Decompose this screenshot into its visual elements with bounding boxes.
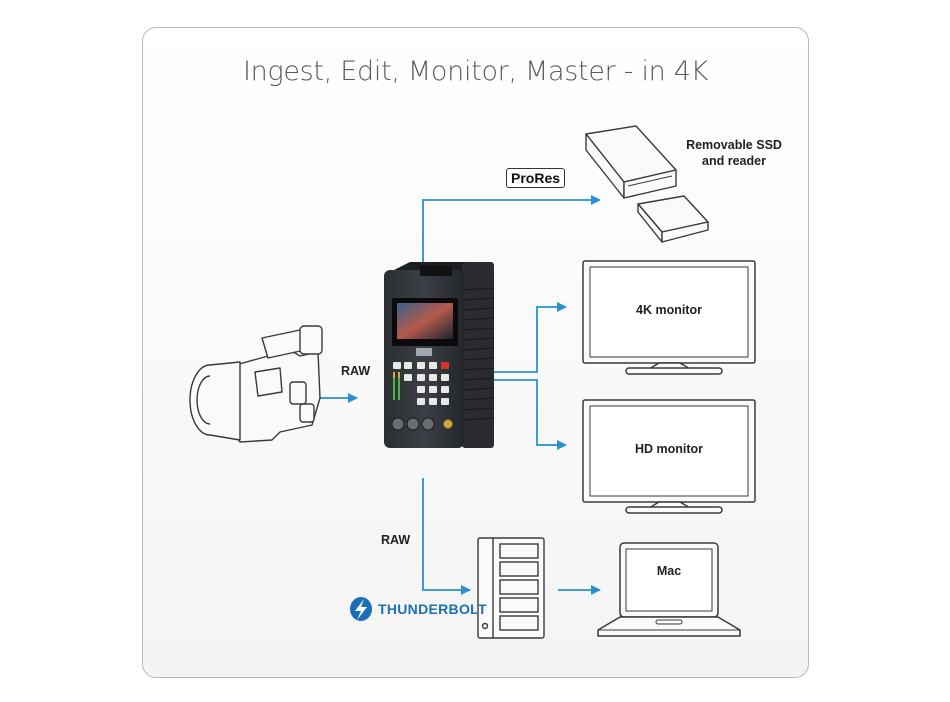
ssd-label: Removable SSD and reader <box>686 138 782 168</box>
storage-tower-icon <box>477 537 545 639</box>
raw-label-storage: RAW <box>381 533 411 547</box>
arrow-recorder-to-hd-monitor <box>490 379 567 450</box>
monitor-hd-label: HD monitor <box>634 442 704 456</box>
arrow-recorder-to-4k-monitor <box>490 302 567 373</box>
mac-label: Mac <box>656 564 682 578</box>
arrows <box>320 195 601 595</box>
laptop-icon <box>597 542 741 637</box>
monitor-icon <box>582 399 756 514</box>
camera-icon <box>189 325 323 443</box>
recorder-device-icon <box>384 262 495 448</box>
monitor-4k-label: 4K monitor <box>636 303 702 317</box>
arrow-recorder-to-ssd <box>422 195 601 262</box>
thunderbolt-icon <box>350 597 372 621</box>
arrow-recorder-to-storage <box>422 478 471 595</box>
thunderbolt-label: THUNDERBOLT <box>378 601 487 617</box>
ssd-icon <box>585 125 709 243</box>
raw-label-camera: RAW <box>341 364 371 378</box>
prores-badge: ProRes <box>506 168 566 188</box>
diagram-title: Ingest, Edit, Monitor, Master - in 4K <box>242 56 709 87</box>
monitor-icon <box>582 260 756 375</box>
